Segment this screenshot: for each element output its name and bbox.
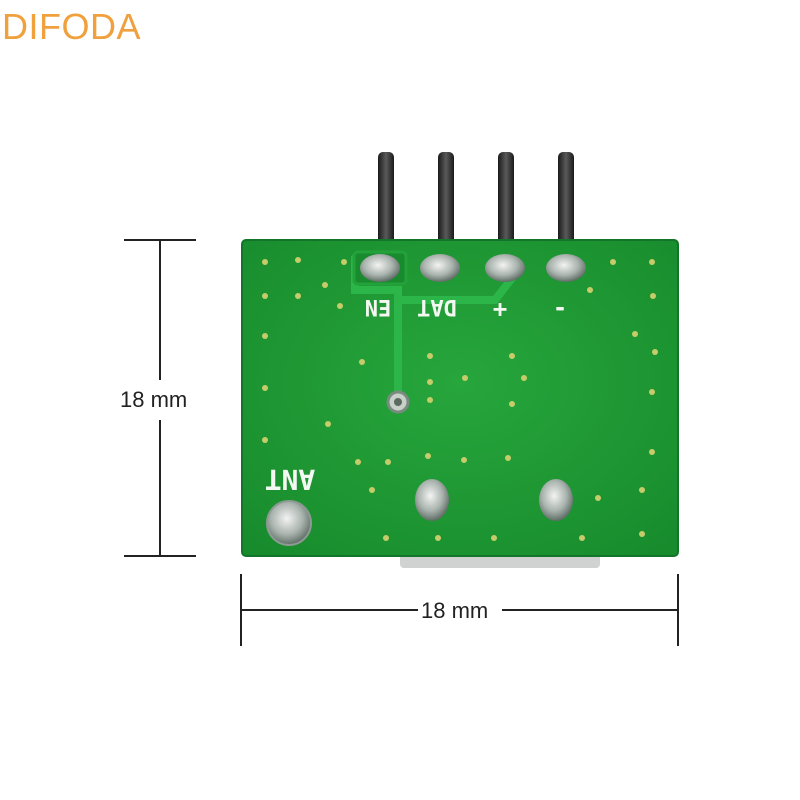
pin-label-en: EN <box>365 294 392 319</box>
antenna-label: ANT <box>265 463 316 496</box>
pin-labels: EN DAT + - <box>365 294 567 324</box>
component-pad-right <box>539 479 573 521</box>
antenna-pad <box>266 500 312 546</box>
height-dimension <box>124 239 196 557</box>
width-dimension <box>240 574 679 646</box>
pcb-board <box>241 239 679 557</box>
pin-label-minus: - <box>553 296 567 324</box>
header-pads <box>352 250 586 286</box>
component-pad-left <box>415 479 449 521</box>
pin-label-plus: + <box>493 296 507 324</box>
header-pins <box>378 152 574 250</box>
width-label: 18 mm <box>421 598 489 624</box>
height-label: 18 mm <box>120 387 188 413</box>
brand-logo: DIFODA <box>2 6 142 47</box>
small-vias <box>262 257 658 541</box>
pin-label-dat: DAT <box>417 294 457 319</box>
